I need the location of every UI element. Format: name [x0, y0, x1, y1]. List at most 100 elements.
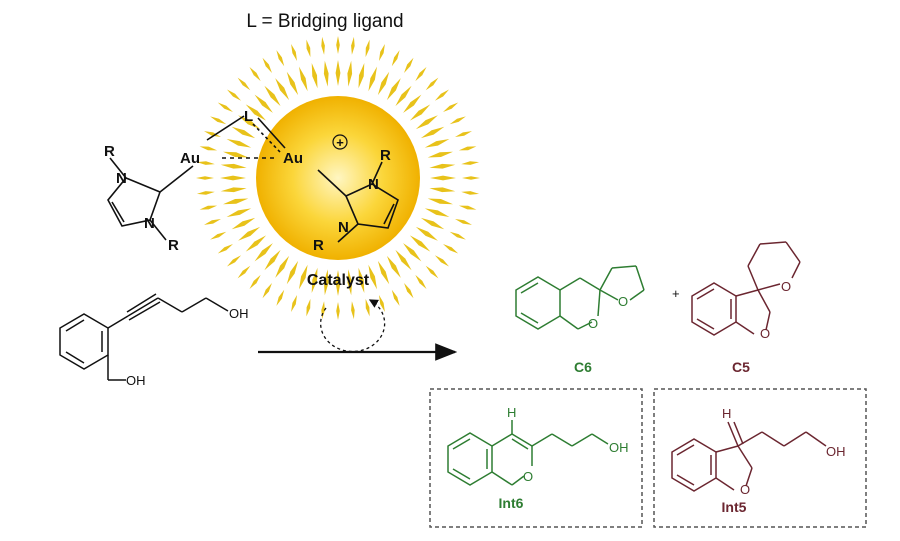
sun-ray-31-b — [204, 131, 221, 137]
sun-ray-10-b — [391, 289, 400, 306]
int6-o: O — [523, 469, 533, 484]
n-right-bottom: N — [338, 219, 349, 236]
sun-ray-0-b — [462, 176, 480, 180]
sun-ray-19-b — [262, 283, 272, 299]
sun-ray-41-b — [321, 36, 325, 55]
gold-catalyst — [107, 115, 399, 243]
sun-ray-48-a — [395, 85, 412, 107]
int5-h: H — [722, 406, 731, 421]
n-right-top: N — [368, 176, 379, 193]
sun-ray-44-a — [358, 63, 365, 89]
sun-ray-53-b — [455, 131, 472, 137]
int5-o: O — [740, 482, 750, 497]
sun-ray-7-b — [425, 265, 439, 279]
sun-ray-12-a — [358, 267, 365, 293]
sun-ray-3-a — [424, 208, 450, 217]
sun-ray-27-a — [220, 187, 247, 193]
sun-ray-39-a — [299, 66, 308, 92]
sun-ray-21-b — [237, 265, 251, 279]
sun-ray-27-b — [196, 191, 215, 195]
sun-ray-52-b — [449, 116, 466, 125]
sun-core — [256, 96, 420, 260]
product-c6-structure — [515, 265, 645, 330]
sun-ray-46-a — [377, 71, 390, 96]
int5-box — [653, 388, 867, 528]
int6-h: H — [507, 405, 516, 420]
sun-ray-18-b — [276, 289, 285, 306]
sun-ray-4-b — [449, 231, 466, 240]
sun-ray-14-b — [336, 302, 340, 320]
sun-ray-2-b — [458, 205, 477, 210]
r-right-bottom: R — [313, 237, 324, 254]
sun-ray-35-b — [237, 77, 251, 91]
sun-ray-42-a — [335, 60, 341, 86]
c6-o-ring: O — [588, 316, 598, 331]
sun-ray-49-a — [403, 94, 422, 113]
sun-ray-49-b — [425, 77, 439, 91]
product-c5-structure — [691, 241, 801, 336]
sun-ray-0-a — [430, 175, 456, 181]
substrate-oh-benzyl: OH — [126, 373, 146, 388]
r-left-top: R — [104, 143, 115, 160]
sun-ray-5-b — [443, 244, 459, 254]
sunburst-rays — [196, 36, 480, 320]
sun-ray-34-b — [227, 89, 242, 101]
substrate-structure — [59, 293, 229, 381]
sun-ray-20-b — [249, 274, 261, 289]
sun-ray-48-b — [415, 67, 427, 82]
sun-ray-4-a — [420, 217, 445, 230]
sun-ray-36-b — [249, 67, 261, 82]
c5-o-ring: O — [760, 326, 770, 341]
int6-structure — [447, 420, 609, 486]
sun-ray-2-a — [427, 198, 453, 205]
c6-caption: C6 — [574, 359, 592, 375]
sun-ray-24-a — [231, 217, 256, 230]
sun-ray-40-a — [311, 63, 318, 89]
sun-ray-30-b — [199, 146, 218, 151]
sun-ray-42-b — [336, 36, 340, 54]
sun-ray-46-b — [391, 50, 400, 67]
legend-text: L = Bridging ligand — [246, 11, 403, 32]
sun-ray-47-a — [386, 78, 401, 101]
n-left-top: N — [116, 170, 127, 187]
sun-ray-55-a — [429, 163, 456, 169]
sun-ray-26-b — [199, 205, 218, 210]
sun-ray-33-b — [217, 102, 233, 112]
sun-ray-11-b — [379, 295, 385, 312]
int6-caption: Int6 — [499, 495, 524, 511]
int5-structure — [671, 421, 827, 492]
int5-oh: OH — [826, 444, 846, 459]
sun-ray-16-b — [306, 298, 311, 317]
sun-ray-13-b — [351, 301, 355, 320]
sun-ray-45-a — [368, 66, 377, 92]
sun-ray-24-b — [210, 231, 227, 240]
sun-ray-37-a — [275, 78, 290, 101]
sun-ray-10-a — [377, 260, 390, 285]
sun-ray-17-b — [291, 295, 297, 312]
sun-ray-31-a — [226, 139, 252, 148]
c5-caption: C5 — [732, 359, 750, 375]
sun-ray-6-b — [434, 255, 449, 267]
r-right-top: R — [380, 147, 391, 164]
sun-ray-1-b — [461, 191, 480, 195]
sun-ray-14-a — [335, 270, 341, 296]
ligand-label: L — [244, 108, 253, 125]
charge-circle — [332, 134, 348, 150]
sun-ray-32-a — [231, 126, 256, 139]
sun-ray-21-a — [254, 243, 273, 262]
catalytic-cycle — [319, 299, 386, 353]
sun-ray-37-b — [262, 57, 272, 73]
sun-ray-36-a — [264, 85, 281, 107]
sun-ray-12-b — [365, 298, 370, 317]
sun-ray-28-b — [196, 176, 214, 180]
sun-ray-15-a — [323, 269, 329, 296]
sun-ray-51-a — [415, 115, 438, 130]
n-left-bottom: N — [144, 215, 155, 232]
sun-ray-25-b — [204, 219, 221, 225]
sun-ray-47-b — [404, 57, 414, 73]
sun-ray-34-a — [245, 104, 267, 121]
r-left-bottom: R — [168, 237, 179, 254]
sun-ray-25-a — [226, 208, 252, 217]
sun-ray-54-b — [458, 146, 477, 151]
